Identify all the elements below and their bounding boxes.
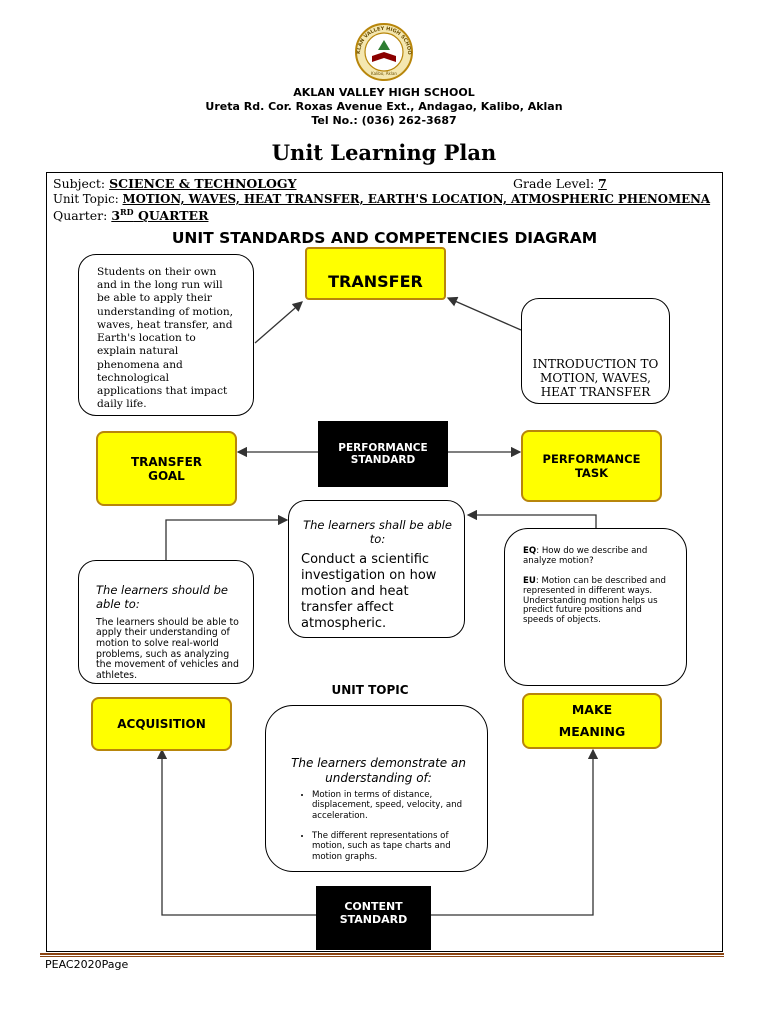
- acquisition-box: ACQUISITION: [91, 697, 232, 751]
- grade-field: Grade Level: 7: [513, 176, 607, 191]
- arrow-meaning-to-performance: [466, 509, 597, 528]
- make-meaning-line2: MEANING: [558, 724, 626, 739]
- school-address: Ureta Rd. Cor. Roxas Avenue Ext., Andaga…: [205, 100, 563, 113]
- transfer-goal-box: TRANSFER GOAL: [96, 431, 237, 506]
- eu-text: : Motion can be described and represente…: [523, 575, 666, 626]
- transfer-header-box: TRANSFER: [305, 247, 446, 300]
- eu-label: EU: [523, 575, 536, 586]
- essential-question: EQ: How do we describe and analyze motio…: [523, 546, 672, 567]
- eq-eu-box: EQ: How do we describe and analyze motio…: [504, 528, 687, 686]
- content-standard-text-box: The learners demonstrate an understandin…: [265, 705, 488, 872]
- footer-rule-thin: [40, 956, 724, 957]
- content-list: Motion in terms of distance, displacemen…: [284, 790, 473, 862]
- acquisition-body: The learners should be able to apply the…: [96, 616, 239, 682]
- topic-field: Unit Topic: MOTION, WAVES, HEAT TRANSFER…: [53, 192, 710, 206]
- subject-label: Subject:: [53, 176, 110, 191]
- introduction-box: INTRODUCTION TO MOTION, WAVES, HEAT TRAN…: [521, 298, 670, 404]
- arrow-content-to-acquisition: [156, 748, 316, 916]
- document-frame: [46, 172, 723, 952]
- subject-value: SCIENCE & TECHNOLOGY: [109, 176, 297, 191]
- quarter-label: Quarter:: [53, 208, 112, 224]
- arrow-content-to-meaning: [431, 748, 599, 916]
- eq-label: EQ: [523, 546, 537, 556]
- unit-topic-label: UNIT TOPIC: [331, 683, 409, 697]
- page-title: Unit Learning Plan: [271, 140, 497, 165]
- enduring-understanding: EU: Motion can be described and represen…: [523, 575, 672, 626]
- subject-field: Subject: SCIENCE & TECHNOLOGY: [53, 176, 297, 191]
- topic-value: MOTION, WAVES, HEAT TRANSFER, EARTH'S LO…: [122, 192, 711, 206]
- performance-standard-box: PERFORMANCE STANDARD: [318, 421, 448, 487]
- performance-standard-text-box: The learners shall be able to: Conduct a…: [288, 500, 465, 638]
- performance-task-box: PERFORMANCE TASK: [521, 430, 662, 502]
- diagram-title: UNIT STANDARDS AND COMPETENCIES DIAGRAM: [171, 229, 598, 247]
- content-item: Motion in terms of distance, displacemen…: [312, 790, 473, 821]
- eq-text: : How do we describe and analyze motion?: [523, 546, 648, 566]
- arrow-transfer-right: [446, 296, 522, 331]
- make-meaning-line1: MAKE: [571, 701, 613, 717]
- content-standard-box: CONTENT STANDARD: [316, 886, 431, 950]
- arrow-acq-to-performance: [165, 514, 289, 560]
- quarter-sup: RD: [120, 207, 134, 217]
- content-item: The different representations of motion,…: [312, 831, 473, 862]
- grade-value: 7: [598, 176, 607, 191]
- quarter-field: Quarter: 3RD QUARTER: [53, 207, 208, 223]
- topic-label: Unit Topic:: [53, 192, 123, 206]
- arrow-transfer-left: [254, 301, 303, 344]
- footer-rule: [40, 953, 724, 955]
- logo-motto: Kalibo, Aklan: [371, 71, 397, 76]
- acquisition-lead: The learners should be able to:: [96, 583, 228, 612]
- footer-page-label: PEAC2020Page: [45, 958, 129, 971]
- school-tel: Tel No.: (036) 262-3687: [311, 114, 457, 127]
- grade-label: Grade Level:: [513, 176, 599, 191]
- make-meaning-box: MAKE MEANING: [522, 693, 662, 749]
- school-name: AKLAN VALLEY HIGH SCHOOL: [293, 86, 475, 99]
- performance-lead: The learners shall be able to:: [303, 518, 452, 546]
- acquisition-text-box: The learners should be able to: The lear…: [78, 560, 254, 684]
- performance-body: Conduct a scientific investigation on ho…: [301, 551, 437, 632]
- transfer-description-box: Students on their own and in the long ru…: [78, 254, 254, 416]
- quarter-number: 3: [111, 208, 121, 224]
- quarter-word: QUARTER: [133, 208, 209, 224]
- school-logo: AKLAN VALLEY HIGH SCHOOL Kalibo, Aklan: [344, 18, 422, 82]
- content-lead: The learners demonstrate an understandin…: [291, 756, 466, 785]
